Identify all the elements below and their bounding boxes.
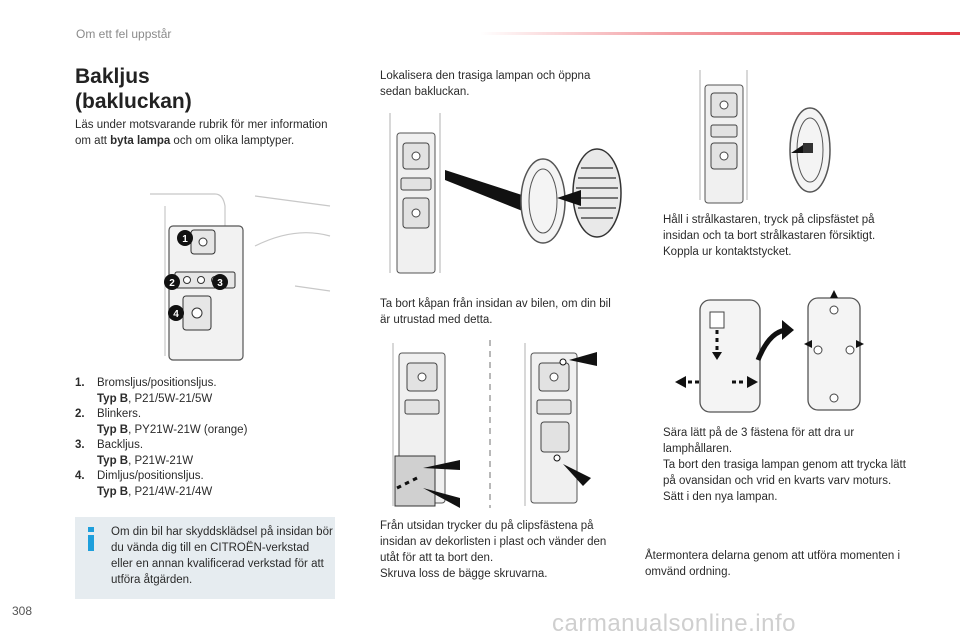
intro-text-end: och om olika lamptyper. — [170, 135, 295, 147]
legend-item-3: 3.Backljus. Typ B, P21W-21W — [75, 439, 194, 467]
intro-text: Läs under motsvarande rubrik för mer inf… — [75, 119, 328, 147]
step-2: Ta bort kåpan från insidan av bilen, om … — [362, 296, 617, 328]
step-3: Från utsidan trycker du på clipsfästena … — [362, 518, 627, 582]
step-5: Sära lätt på de 3 fästena för att dra ur… — [645, 425, 910, 505]
lamp-removal-diagram — [699, 70, 831, 204]
step-4: Håll i strålkastaren, tryck på clipsfäst… — [645, 212, 910, 260]
trim-clip-diagram — [392, 340, 597, 508]
bulb-legend: 1.Bromsljus/positionsljus. Typ B, P21/5W… — [75, 376, 330, 500]
section-title-line2: (bakluckan) — [75, 90, 192, 113]
step-1: Lokalisera den trasiga lampan och öppna … — [362, 68, 617, 100]
callout-4: 4 — [173, 309, 179, 320]
legend-item-2: 2.Blinkers. Typ B, PY21W-21W (orange) — [75, 408, 248, 436]
info-icon — [88, 527, 94, 551]
step-5-bullet-1: Sära lätt på de 3 fästena för att dra ur… — [663, 427, 855, 455]
section-title: Bakljus (bakluckan) — [75, 64, 192, 114]
bulb-holder-diagram — [675, 290, 864, 413]
step-1-bullet: Lokalisera den trasiga lampan och öppna … — [380, 70, 591, 98]
step-3-bullet-2: Skruva loss de bägge skruvarna. — [380, 568, 548, 580]
section-title-line1: Bakljus — [75, 65, 150, 88]
callout-3: 3 — [217, 278, 223, 289]
step-5-bullet-3: Sätt i den nya lampan. — [663, 491, 778, 503]
intro-bold: byta lampa — [110, 135, 171, 147]
header-title: Om ett fel uppstår — [76, 27, 172, 41]
rear-lamp-diagram: 1 2 3 4 — [150, 193, 331, 361]
legend-item-1: 1.Bromsljus/positionsljus. Typ B, P21/5W… — [75, 377, 217, 405]
note-box — [75, 517, 335, 599]
intro-paragraph: Läs under motsvarande rubrik för mer inf… — [75, 117, 330, 149]
step-3-bullet-1: Från utsidan trycker du på clipsfästena … — [380, 520, 607, 564]
step-5-bullet-2: Ta bort den trasiga lampan genom att try… — [663, 459, 906, 487]
step-4-bullet-2: Koppla ur kontaktstycket. — [663, 246, 792, 258]
cover-removal-diagram — [389, 113, 622, 274]
step-4-bullet-1: Håll i strålkastaren, tryck på clipsfäst… — [663, 214, 876, 242]
header-accent-line — [480, 32, 960, 35]
callout-1: 1 — [182, 234, 188, 245]
callout-2: 2 — [169, 278, 175, 289]
legend-item-4: 4.Dimljus/positionsljus. Typ B, P21/4W-2… — [75, 470, 213, 498]
closing-paragraph: Återmontera delarna genom att utföra mom… — [645, 550, 901, 578]
page-number: 308 — [12, 604, 33, 618]
step-2-bullet: Ta bort kåpan från insidan av bilen, om … — [380, 298, 611, 326]
watermark: carmanualsonline.info — [552, 610, 796, 637]
note-text: Om din bil har skyddsklädsel på insidan … — [111, 526, 333, 586]
